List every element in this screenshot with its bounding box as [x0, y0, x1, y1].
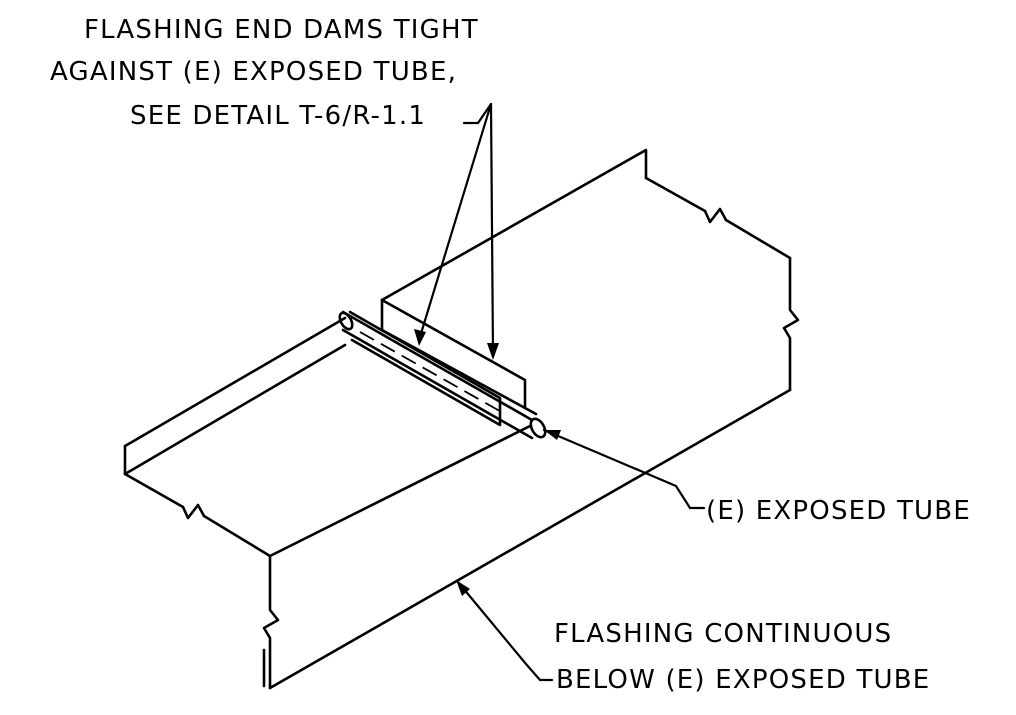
end-dams-leader-b [489, 102, 495, 356]
near-flashing-section [123, 310, 502, 558]
tube-top-edge [341, 310, 534, 422]
end-dams-note-line2: AGAINST (E) EXPOSED TUBE, [50, 57, 458, 87]
end-dams-leader-a [417, 102, 493, 342]
end-dams-note-line3: SEE DETAIL T-6/R-1.1 [130, 101, 427, 131]
end-dam-right [380, 298, 527, 410]
near-back-leg [123, 343, 347, 476]
continuous-leader [456, 580, 554, 682]
end-dams-arrow-b [487, 343, 499, 360]
tube-leader-arrow [544, 430, 561, 440]
near-top-edge-break [181, 503, 206, 520]
continuous-note-line2: BELOW (E) EXPOSED TUBE [556, 665, 931, 695]
tube-hidden-line [359, 331, 506, 415]
near-top-edge-2 [202, 514, 272, 558]
continuous-note-line1: FLASHING CONTINUOUS [554, 619, 893, 649]
end-dams-arrow-a [414, 329, 426, 346]
far-top-edge [644, 176, 707, 213]
tube-bottom-edge [341, 328, 534, 440]
tube-leader [542, 428, 706, 510]
tube-note: (E) EXPOSED TUBE [706, 496, 971, 526]
far-front-edge-a [523, 406, 538, 416]
end-dams-note-line1: FLASHING END DAMS TIGHT [84, 15, 479, 45]
far-back-leg [380, 148, 648, 302]
far-flashing-section [380, 148, 800, 416]
leaders [414, 102, 706, 682]
near-top-edge [123, 472, 185, 509]
tube-near-end [529, 417, 547, 439]
near-back-leg-top [123, 316, 347, 448]
end-dams-leader-shelf [462, 102, 493, 125]
far-top-edge-break [703, 207, 728, 224]
left-face-edge [262, 554, 280, 690]
right-face-edge [782, 256, 800, 392]
continuous-flashing-bottom [268, 388, 792, 690]
continuous-flashing [262, 388, 792, 690]
near-front-edge [268, 424, 532, 558]
end-dam-left [348, 310, 502, 427]
far-top-edge-2 [724, 218, 792, 260]
tube-far-end [338, 311, 354, 331]
continuous-leader-arrow [456, 580, 470, 596]
exposed-tube [338, 310, 547, 440]
